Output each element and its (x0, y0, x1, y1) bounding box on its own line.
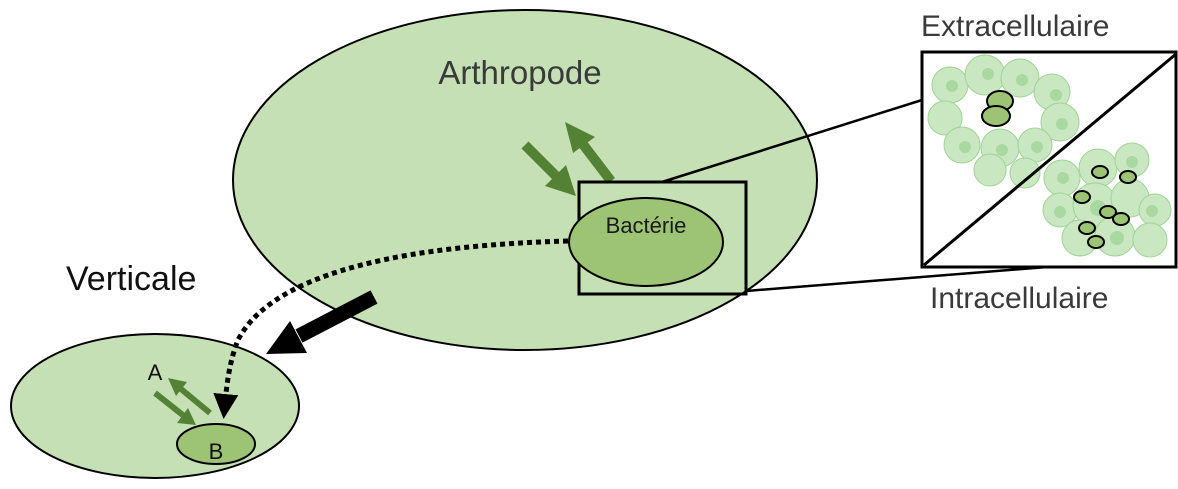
inset-panel (922, 52, 1176, 267)
bacteria-body (569, 198, 723, 286)
vertical-transmission-arrow (266, 297, 374, 354)
intracellular-label: Intracellulaire (930, 282, 1108, 315)
offspring-label-b: B (209, 439, 224, 464)
extracellular-label: Extracellulaire (921, 10, 1109, 43)
offspring-body (11, 334, 299, 478)
verticale-label: Verticale (66, 260, 196, 298)
offspring-label-a: A (148, 360, 163, 385)
arthropod-label: Arthropode (438, 54, 601, 91)
bacteria-label: Bactérie (606, 213, 687, 238)
